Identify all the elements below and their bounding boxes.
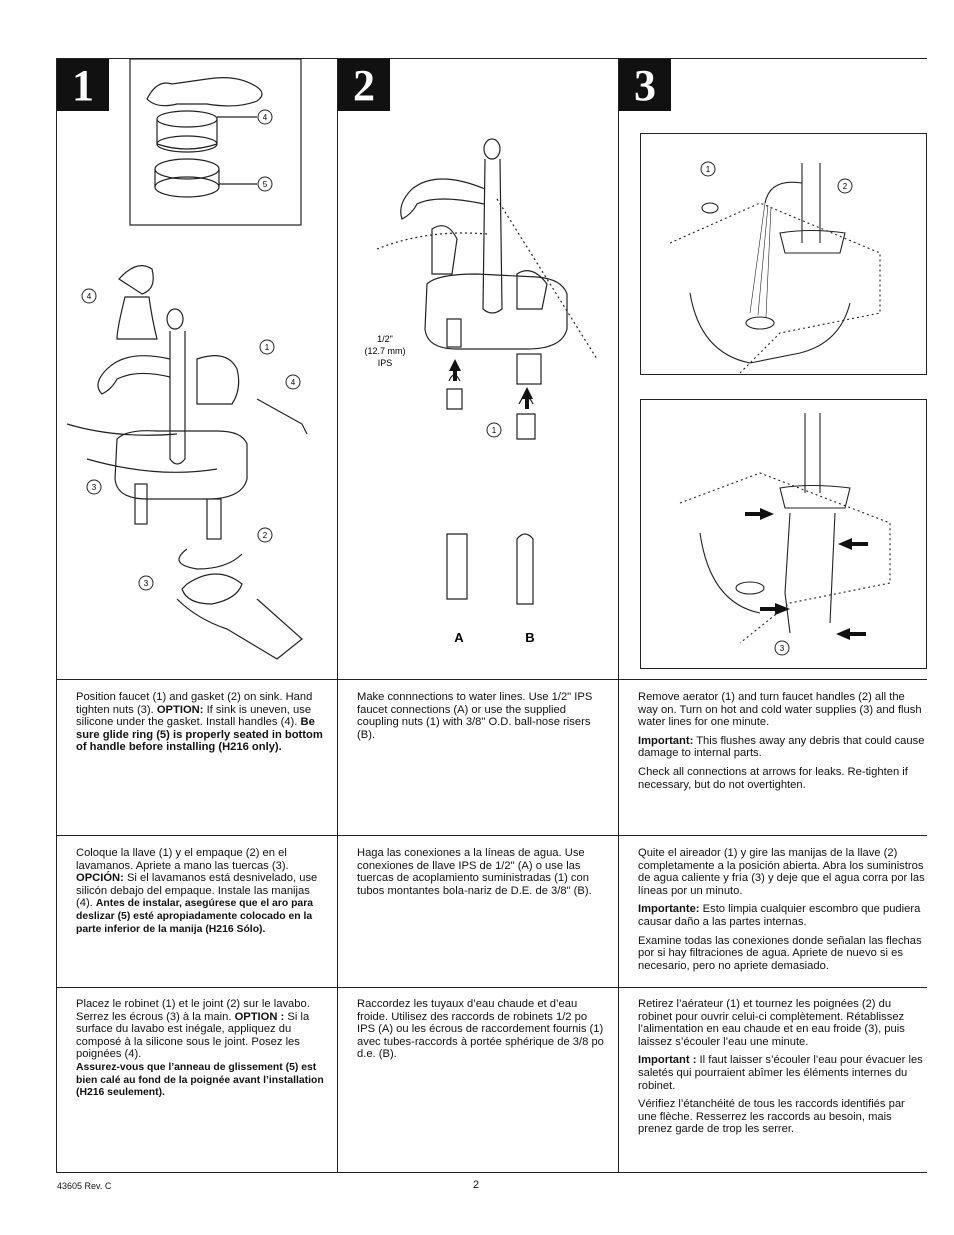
leak-arrow-2-icon [838,538,868,550]
detail-handle-lever [146,77,263,107]
figure-3-leak-check-box [640,399,927,669]
handle-detail-box [129,59,302,226]
sink-drain [745,316,775,330]
french-step2-text: Raccordez les tuyaux d’eau chaude et d’e… [357,998,604,1061]
fig3-callout-1: 1 [706,165,711,174]
ips-connection-a [446,533,468,600]
label-b: B [525,630,534,645]
faucet-base-plate [114,430,248,500]
instruction-grid [56,58,927,1173]
fig1-callout-4-detail: 4 [263,113,268,122]
english-step2-text: Make connnections to water lines. Use 1/… [357,691,593,741]
fig1-callout-4-right: 4 [291,378,296,387]
faucet-base-plate [424,273,568,350]
fig1-callout-4-left: 4 [87,292,92,301]
hand [176,598,303,660]
fig2-callout-1: 1 [492,426,497,435]
french-step1-text: Placez le robinet (1) et le joint (2) su… [76,998,324,1099]
arrow-up-right-icon [521,387,533,409]
handle-4-right [196,355,240,405]
figure-1-faucet-installation: 4 5 4 1 4 3 2 3 [66,59,308,660]
step-number-1: 1 [57,59,109,111]
step-number-2: 2 [338,59,390,111]
spanish-step2-text: Haga las conexiones a la líneas de agua.… [357,847,592,897]
spanish-step3-text: Quite el aireador (1) y gire las manijas… [638,847,925,972]
row-divider-figures [57,679,927,680]
figure-3-illustrations: 1 2 3 [669,161,891,656]
column-divider-1 [337,59,338,1173]
fig3-callout-3: 3 [780,644,785,653]
page-number: 2 [473,1179,480,1191]
figure-2-water-connections: 1/2" (12.7 mm) IPS 1 A B [364,138,598,645]
aerator [701,202,719,214]
fig1-callout-1: 1 [265,343,270,352]
left-handle [431,225,458,275]
arrow-up-left-icon [449,359,461,381]
label-a: A [454,630,464,645]
rotation-arrow [178,548,243,570]
column-divider-2 [618,59,619,1173]
handle-4-top [118,265,154,295]
ball-nose-riser-b [516,533,534,605]
ips-size-line2: (12.7 mm) [364,346,405,356]
leak-arrow-1-icon [745,508,774,520]
allen-wrench [256,398,308,435]
fig3-callout-2: 2 [843,182,848,191]
fig1-callout-2: 2 [263,531,268,540]
figure-3-flush-box [640,133,927,375]
english-step1-text: Position faucet (1) and gasket (2) on si… [76,691,323,754]
row-divider-bottom [57,1172,927,1173]
right-handle [516,270,548,310]
row-divider-spanish [57,987,927,988]
faucet-body [482,158,503,314]
faucet-body [169,331,186,465]
french-step3-text: Retirez l’aérateur (1) et tournez les po… [638,998,923,1136]
step-number-3: 3 [619,59,671,111]
spanish-step1-text: Coloque la llave (1) y el empaque (2) en… [76,847,318,935]
english-step3-text: Remove aerator (1) and turn faucet handl… [638,691,925,791]
leak-arrow-3-icon [760,603,790,615]
fig1-callout-3-lower: 3 [144,579,149,588]
ips-size-line1: 1/2" [377,334,393,344]
leak-arrow-4-icon [836,628,866,640]
nut-3 [181,573,243,605]
row-divider-english [57,835,927,836]
faucet-spout [400,178,486,220]
faucet-spout [97,355,171,395]
fig1-callout-5: 5 [263,180,268,189]
ips-size-line3: IPS [378,358,393,368]
fig1-callout-3-upper: 3 [92,483,97,492]
document-number: 43605 Rev. C [57,1181,112,1191]
